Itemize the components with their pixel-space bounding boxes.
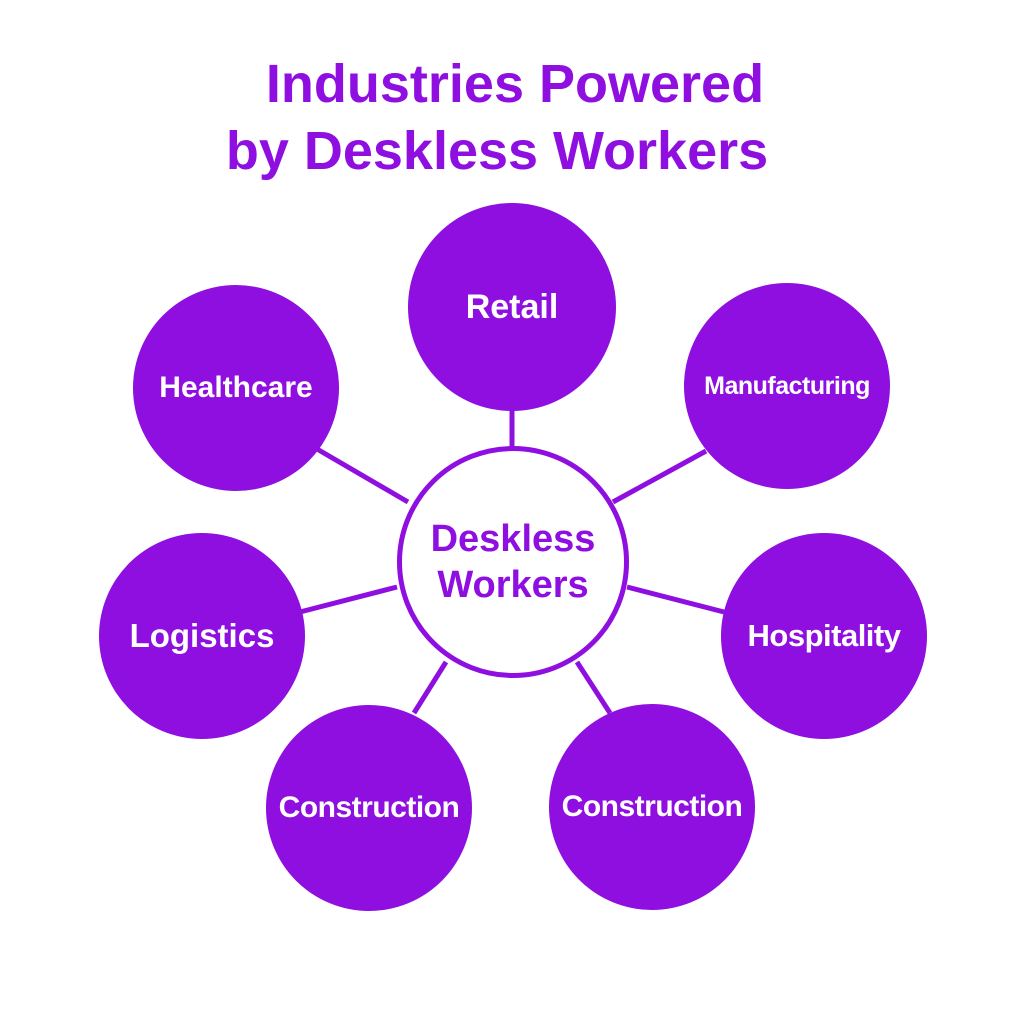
page-title-line-2: by Deskless Workers [225, 121, 769, 181]
connector-manufacturing [611, 448, 708, 505]
node-construction-right: Construction [549, 704, 755, 910]
connector-hospitality [626, 584, 725, 615]
node-manufacturing: Manufacturing [684, 283, 890, 489]
node-retail: Retail [408, 203, 616, 411]
node-label-logistics: Logistics [129, 617, 275, 654]
center-node-label: Deskless Workers [430, 518, 596, 606]
node-construction-left: Construction [266, 705, 472, 911]
node-label-manufacturing: Manufacturing [704, 371, 870, 400]
node-label-construction-right: Construction [561, 790, 743, 823]
connector-construction-right [574, 660, 613, 715]
center-node-deskless-workers: Deskless Workers [397, 446, 629, 678]
page-title-line-1: Industries Powered [265, 54, 765, 114]
connector-construction-left [411, 660, 449, 715]
node-label-retail: Retail [465, 287, 559, 326]
node-logistics: Logistics [99, 533, 305, 739]
node-label-construction-left: Construction [278, 791, 460, 824]
node-label-healthcare: Healthcare [159, 371, 313, 404]
connector-healthcare [315, 446, 410, 505]
node-hospitality: Hospitality [721, 533, 927, 739]
node-label-hospitality: Hospitality [747, 618, 901, 653]
node-healthcare: Healthcare [133, 285, 339, 491]
connector-logistics [299, 584, 398, 615]
